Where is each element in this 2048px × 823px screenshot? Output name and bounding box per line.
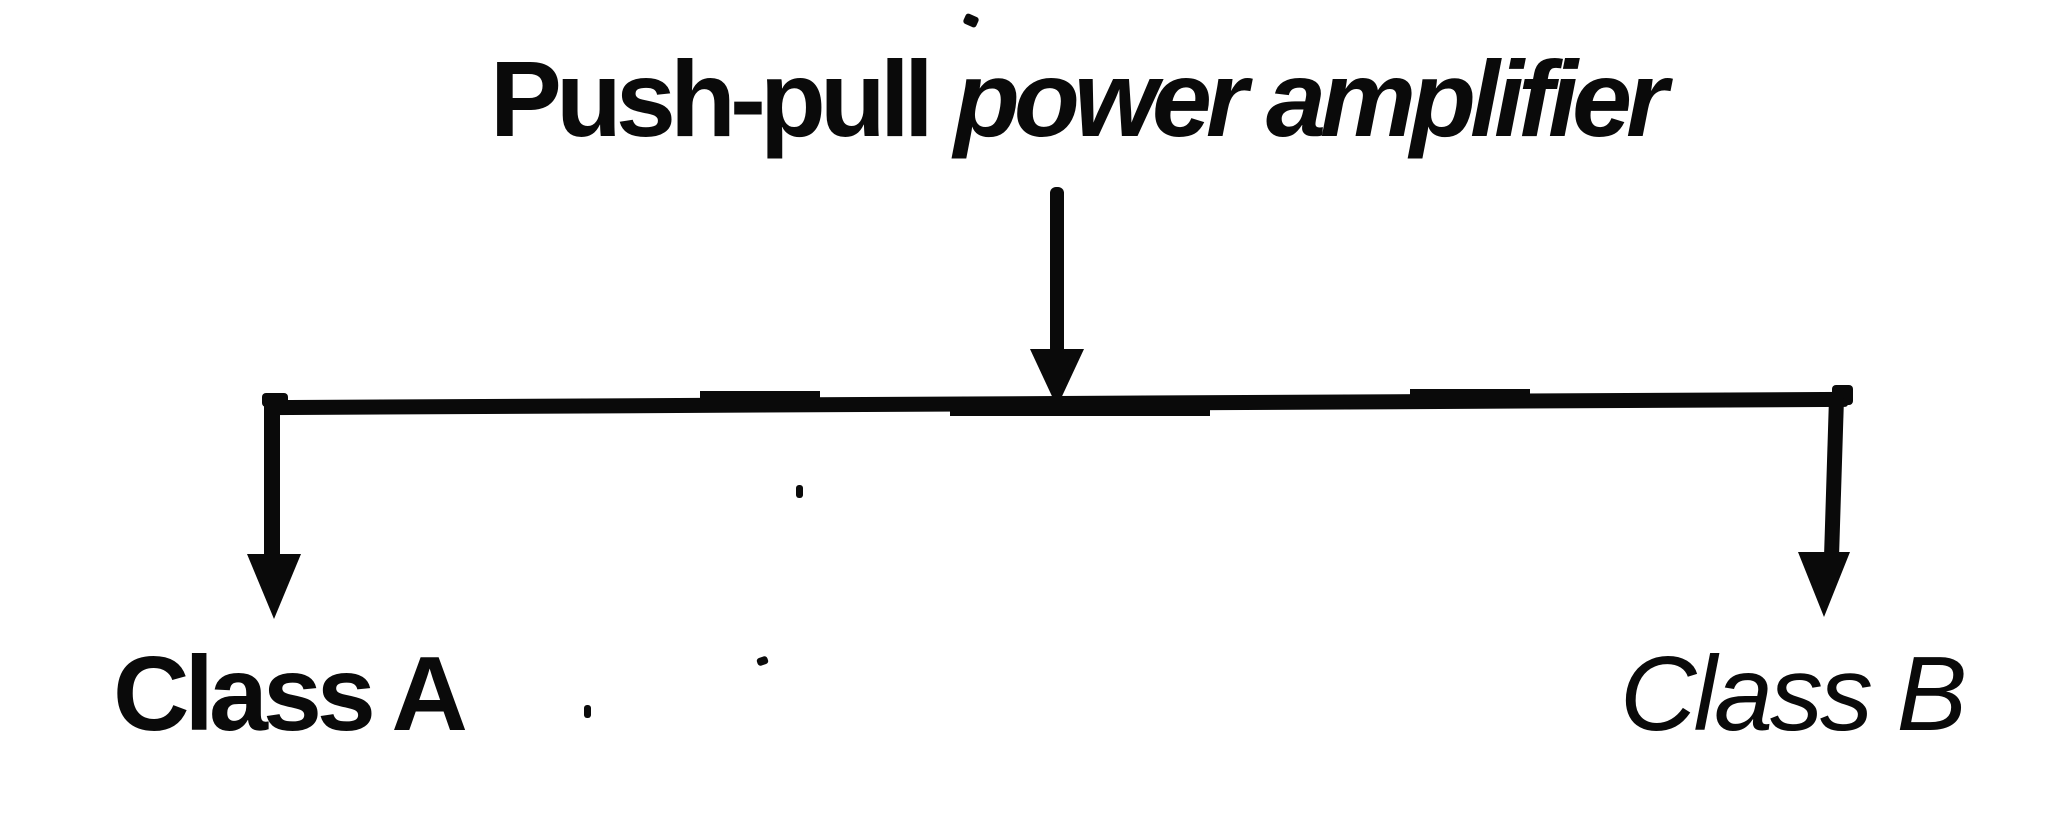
right-branch-down-arrowhead [1798,552,1850,617]
branch-label-class-b: Class B [1620,635,1967,753]
branch-label-class-a: Class A [113,635,468,753]
ink-speck [962,12,980,29]
root-label-lead: Push-pull [489,38,934,159]
left-branch-connector-stem [264,398,280,560]
rail-ink-roughness [950,409,1210,416]
rail-ink-roughness [700,391,820,398]
left-branch-down-arrowhead [247,554,301,619]
rail-ink-roughness [1410,389,1530,396]
ink-speck [796,485,803,498]
right-branch-connector-stem [1824,397,1844,557]
ink-speck [756,655,769,667]
ink-speck [584,705,591,718]
root-connector-stem [1050,187,1064,350]
root-label-tail: power amplifier [953,38,1668,159]
